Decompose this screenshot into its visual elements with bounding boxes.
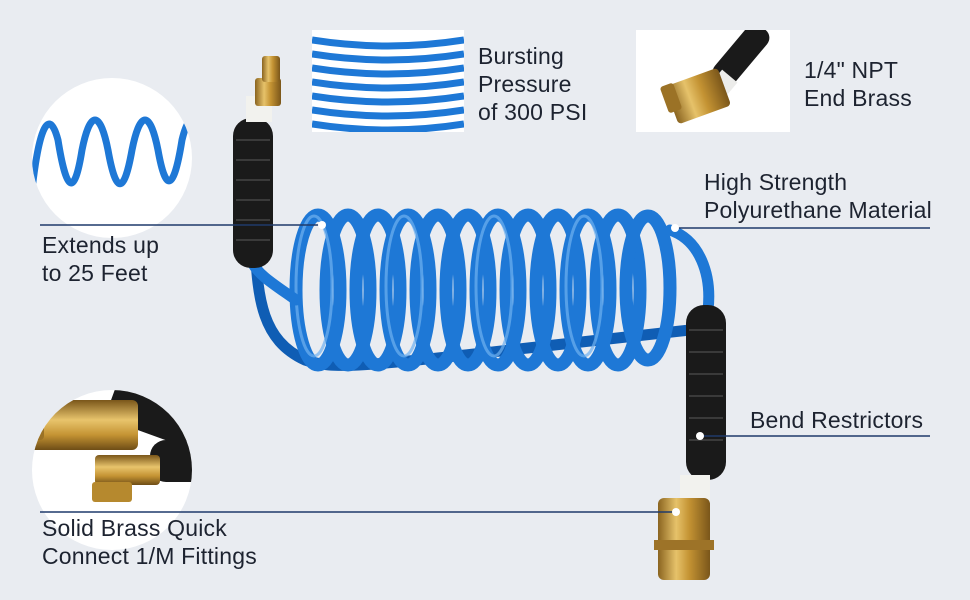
- fittings-callout: Solid Brass Quick Connect 1/M Fittings: [42, 514, 257, 570]
- brass-fitting-detail-icon: [660, 30, 770, 124]
- npt-line-1: 1/4" NPT: [804, 57, 899, 83]
- coil-detail-inset: [312, 30, 464, 132]
- brass-end-detail-inset: [636, 30, 790, 132]
- bursting-line-1: Bursting: [478, 43, 564, 69]
- coiled-hose: [246, 208, 715, 372]
- material-line-2: Polyurethane Material: [704, 197, 932, 223]
- length-line-2: to 25 Feet: [42, 260, 148, 286]
- bursting-pressure-callout: Bursting Pressure of 300 PSI: [478, 42, 587, 126]
- stretched-coil-detail-icon: [32, 78, 192, 238]
- bend-restrictor-callout: Bend Restrictors: [750, 406, 923, 434]
- material-line-1: High Strength: [704, 169, 848, 195]
- npt-line-2: End Brass: [804, 85, 912, 111]
- bursting-line-2: Pressure: [478, 71, 572, 97]
- callout-lines: [40, 221, 930, 516]
- coil-detail-icon: [312, 36, 464, 132]
- fittings-line-2: Connect 1/M Fittings: [42, 543, 257, 569]
- length-callout: Extends up to 25 Feet: [42, 231, 159, 287]
- bursting-line-3: of 300 PSI: [478, 99, 588, 125]
- left-bend-restrictor: [233, 56, 281, 268]
- npt-callout: 1/4" NPT End Brass: [804, 56, 912, 112]
- material-callout: High Strength Polyurethane Material: [704, 168, 932, 224]
- length-line-1: Extends up: [42, 232, 160, 258]
- fittings-line-1: Solid Brass Quick: [42, 515, 227, 541]
- bend-line-1: Bend Restrictors: [750, 407, 924, 433]
